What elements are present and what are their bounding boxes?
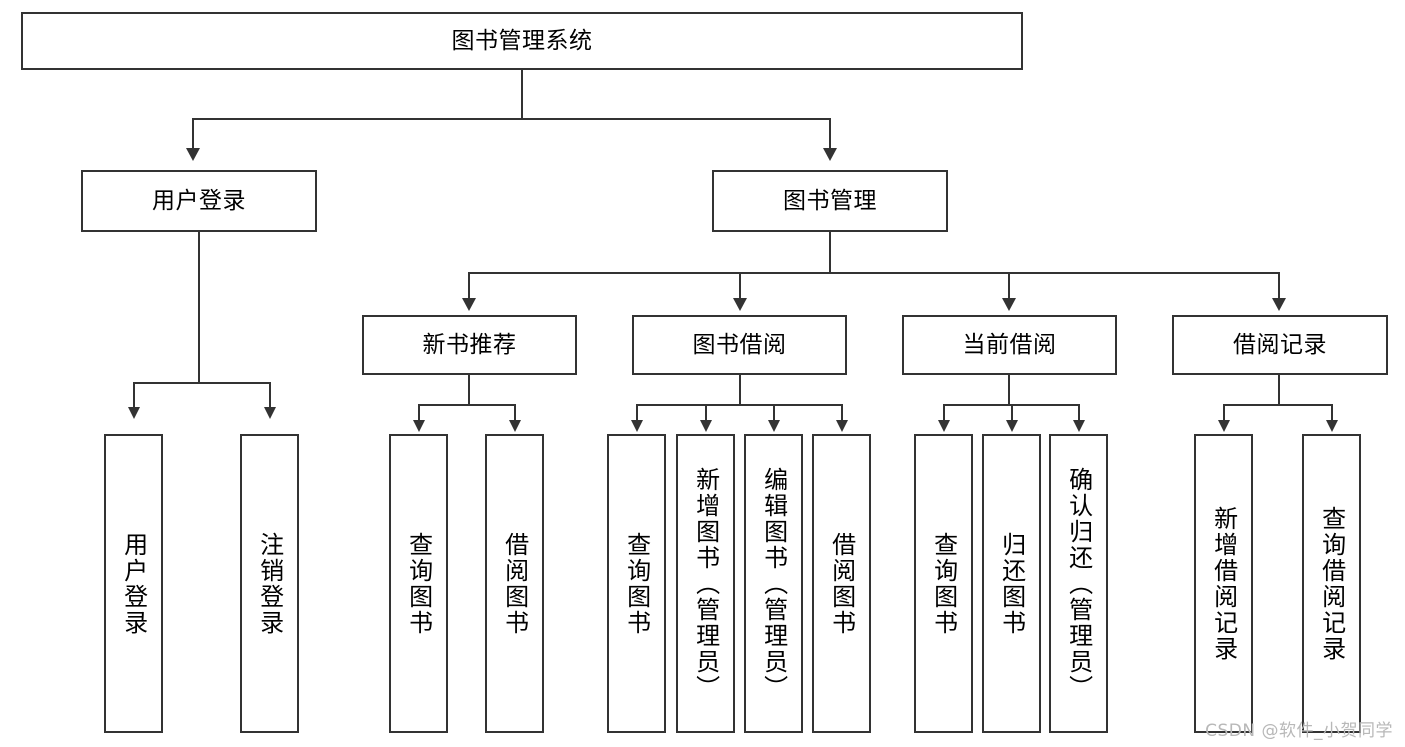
connector-user-login-leaf2 [269,382,271,409]
connector-br-leaf1 [1223,404,1225,422]
arrowhead-leaf-query-book-3 [938,420,950,432]
leaf-query-record[interactable]: 查询借阅记录 [1302,434,1361,733]
leaf-query-book-1-label: 查询图书 [404,531,433,636]
leaf-edit-book[interactable]: 编辑图书（管理员） [744,434,803,733]
connector-to-book-borrow [739,272,741,300]
leaf-query-record-label: 查询借阅记录 [1317,505,1346,662]
leaf-confirm-return-label: 确认归还（管理员） [1064,466,1093,701]
connector-to-current-borrow [1008,272,1010,300]
arrowhead-book-borrow [733,298,747,311]
arrowhead-leaf-query-book-2 [631,420,643,432]
leaf-query-book-2[interactable]: 查询图书 [607,434,666,733]
leaf-return-book-label: 归还图书 [997,531,1026,636]
connector-cb-leaf2 [1011,404,1013,422]
leaf-add-book[interactable]: 新增图书（管理员） [676,434,735,733]
connector-book-borrow-bus [636,404,842,406]
node-root-label: 图书管理系统 [451,27,593,54]
leaf-borrow-book-1[interactable]: 借阅图书 [485,434,544,733]
connector-bb-leaf4 [841,404,843,422]
leaf-query-book-1[interactable]: 查询图书 [389,434,448,733]
node-user-login[interactable]: 用户登录 [81,170,317,232]
connector-cb-leaf1 [943,404,945,422]
arrowhead-borrow-record [1272,298,1286,311]
connector-borrow-record-bus [1223,404,1333,406]
arrowhead-leaf-add-record [1218,420,1230,432]
leaf-borrow-book-1-label: 借阅图书 [500,531,529,636]
node-current-borrow-label: 当前借阅 [962,331,1057,358]
connector-nbr-leaf1 [418,404,420,422]
connector-bb-leaf2 [705,404,707,422]
node-current-borrow[interactable]: 当前借阅 [902,315,1117,375]
connector-current-borrow-stem [1008,375,1010,404]
node-book-borrow[interactable]: 图书借阅 [632,315,847,375]
leaf-add-book-label: 新增图书（管理员） [691,466,720,701]
arrowhead-book-manage [823,148,837,161]
arrowhead-leaf-add-book [700,420,712,432]
connector-bb-leaf1 [636,404,638,422]
leaf-confirm-return[interactable]: 确认归还（管理员） [1049,434,1108,733]
node-new-book-rec[interactable]: 新书推荐 [362,315,577,375]
connector-user-login-leaf1 [133,382,135,409]
arrowhead-leaf-edit-book [768,420,780,432]
arrowhead-leaf-return-book [1006,420,1018,432]
connector-user-login-stem [198,232,200,382]
connector-new-book-rec-bus [418,404,516,406]
leaf-add-record[interactable]: 新增借阅记录 [1194,434,1253,733]
node-book-borrow-label: 图书借阅 [692,331,787,358]
connector-book-borrow-stem [739,375,741,404]
connector-root-bus [192,118,831,120]
leaf-edit-book-label: 编辑图书（管理员） [759,466,788,701]
connector-book-manage-bus [468,272,1280,274]
connector-user-login-bus [133,382,270,384]
arrowhead-leaf-borrow-book-1 [509,420,521,432]
leaf-query-book-2-label: 查询图书 [622,531,651,636]
leaf-return-book[interactable]: 归还图书 [982,434,1041,733]
arrowhead-current-borrow [1002,298,1016,311]
connector-borrow-record-stem [1278,375,1280,404]
connector-bb-leaf3 [773,404,775,422]
node-root[interactable]: 图书管理系统 [21,12,1023,70]
connector-root-to-book-manage [829,118,831,150]
node-book-manage[interactable]: 图书管理 [712,170,948,232]
node-borrow-record[interactable]: 借阅记录 [1172,315,1388,375]
leaf-borrow-book-2[interactable]: 借阅图书 [812,434,871,733]
connector-root-to-user-login [192,118,194,150]
arrowhead-user-login [186,148,200,161]
leaf-user-logout-label: 注销登录 [255,531,284,636]
node-new-book-rec-label: 新书推荐 [422,331,517,358]
connector-root-stem [521,70,523,118]
leaf-user-login[interactable]: 用户登录 [104,434,163,733]
node-borrow-record-label: 借阅记录 [1233,331,1327,358]
leaf-query-book-3-label: 查询图书 [929,531,958,636]
connector-book-manage-stem [829,232,831,272]
node-user-login-label: 用户登录 [152,187,246,214]
watermark: CSDN @软件_小贺同学 [1205,721,1393,741]
leaf-query-book-3[interactable]: 查询图书 [914,434,973,733]
arrowhead-leaf-query-book-1 [413,420,425,432]
connector-new-book-rec-stem [468,375,470,404]
connector-to-borrow-record [1278,272,1280,300]
arrowhead-leaf-confirm-return [1073,420,1085,432]
arrowhead-leaf-user-login [128,407,140,419]
arrowhead-leaf-borrow-book-2 [836,420,848,432]
connector-nbr-leaf2 [514,404,516,422]
connector-br-leaf2 [1331,404,1333,422]
leaf-user-logout[interactable]: 注销登录 [240,434,299,733]
node-book-manage-label: 图书管理 [783,187,877,214]
arrowhead-new-book-rec [462,298,476,311]
arrowhead-leaf-query-record [1326,420,1338,432]
leaf-add-record-label: 新增借阅记录 [1209,505,1238,662]
arrowhead-leaf-user-logout [264,407,276,419]
leaf-borrow-book-2-label: 借阅图书 [827,531,856,636]
connector-to-new-book-rec [468,272,470,300]
connector-cb-leaf3 [1078,404,1080,422]
leaf-user-login-label: 用户登录 [119,531,148,636]
